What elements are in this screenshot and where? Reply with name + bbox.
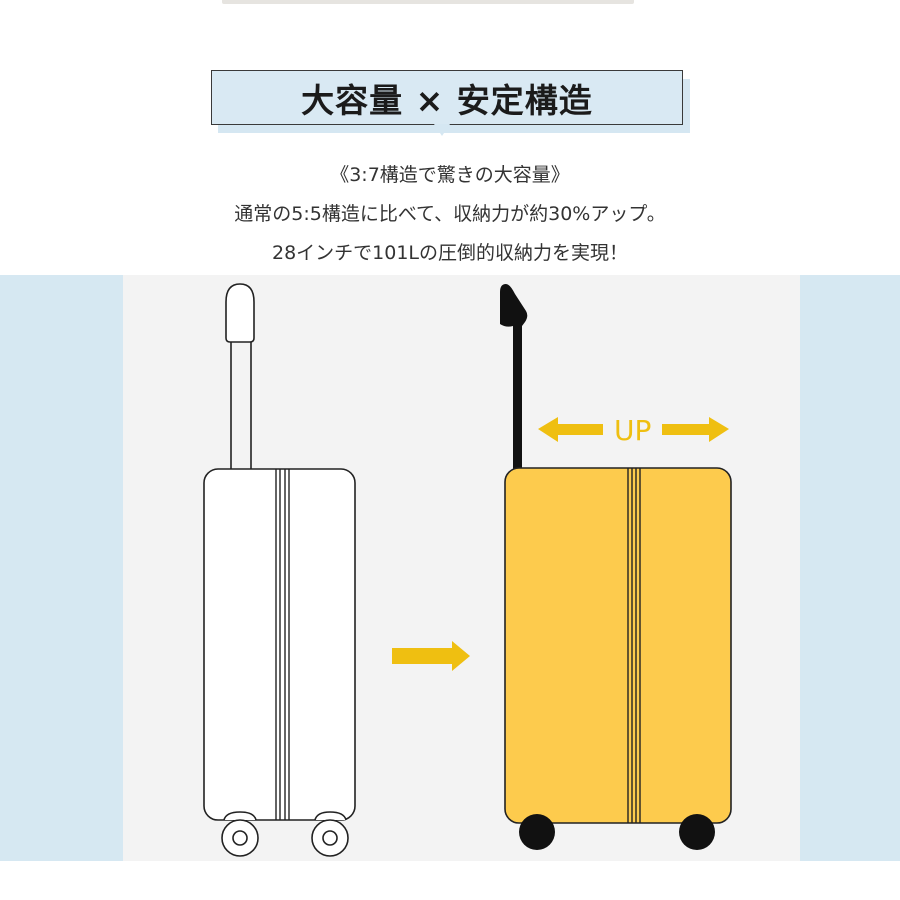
wheels-left [221, 811, 349, 857]
description-line-1: 《3:7構造で驚きの大容量》 [330, 164, 570, 186]
suitcase-yellow-icon [500, 284, 732, 850]
heading-box: 大容量 × 安定構造 [211, 70, 683, 125]
center-seam-left [275, 469, 290, 820]
top-divider [222, 0, 634, 4]
up-indicator: UP [538, 414, 729, 447]
arrow-right-icon [392, 641, 470, 671]
arrow-right-small-icon [662, 417, 729, 442]
description-line-3: 28インチで101Lの圧倒的収納力を実現！ [271, 242, 629, 264]
arrow-left-icon [538, 417, 603, 442]
telescopic-handle [225, 283, 255, 470]
page-title: 大容量 × 安定構造 [301, 80, 593, 120]
suitcase-body-right [504, 467, 732, 824]
description-line-2: 通常の5:5構造に比べて、収納力が約30%アップ。 [234, 203, 666, 225]
heading-banner: 大容量 × 安定構造 [211, 70, 691, 136]
suitcase-outline-icon [203, 283, 356, 857]
up-label: UP [614, 414, 651, 447]
wheels-right [519, 814, 715, 850]
heading-pointer [434, 124, 450, 136]
center-seam-right [627, 468, 641, 823]
black-handle [500, 284, 528, 472]
